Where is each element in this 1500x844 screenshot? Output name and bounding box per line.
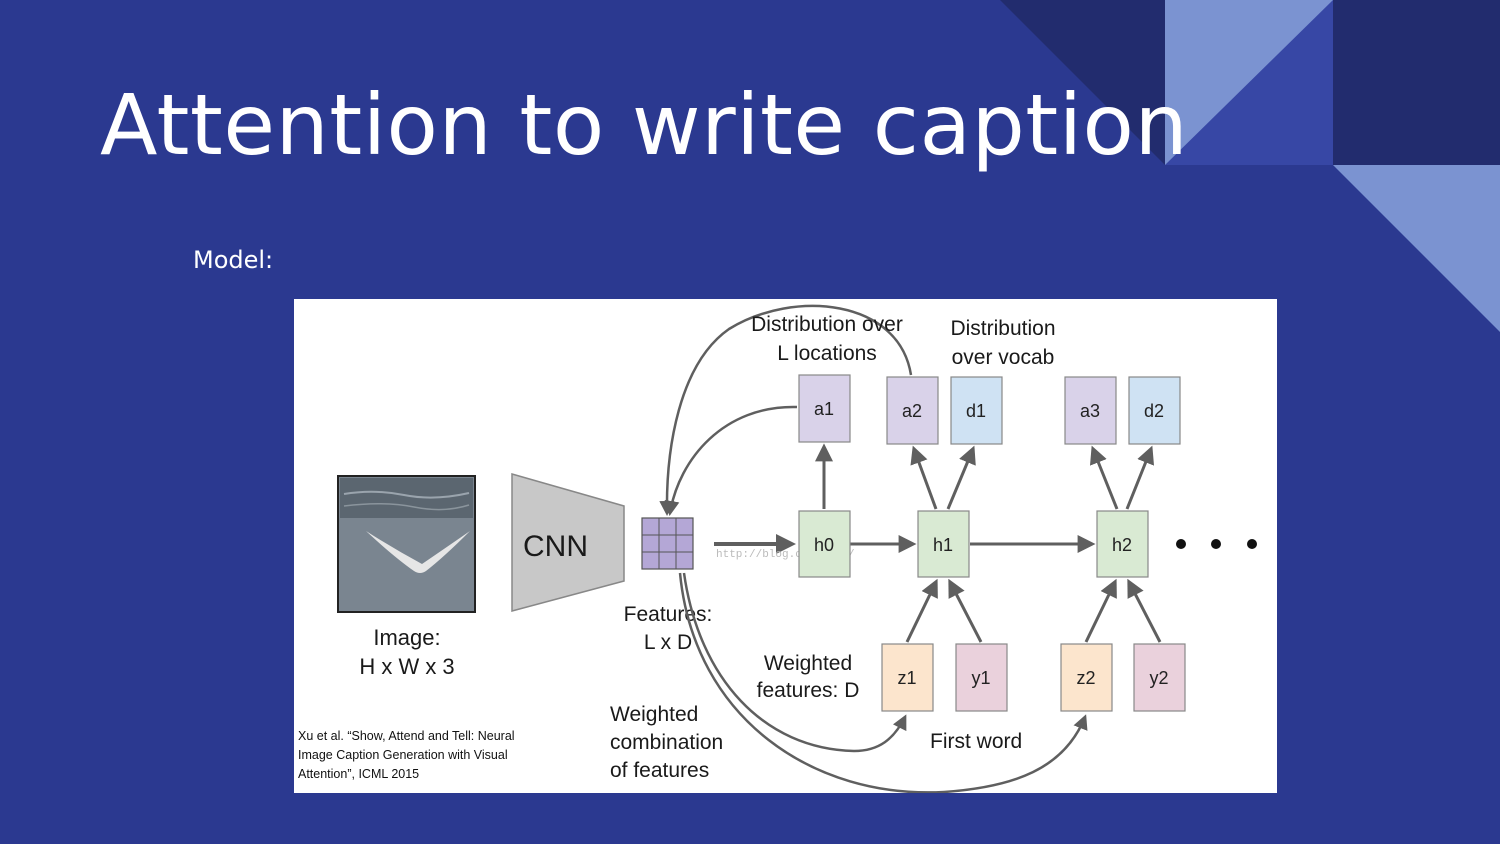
box-z1-label: z1: [897, 668, 916, 688]
deco-triangle-mid: [1165, 0, 1333, 165]
feature-grid: [641, 517, 694, 570]
box-h0: [798, 510, 851, 578]
dist-locations-line2: L locations: [777, 342, 877, 365]
image-label-line1: Image:: [373, 625, 440, 650]
box-a1-label: a1: [814, 399, 834, 419]
box-d2-label: d2: [1144, 401, 1164, 421]
curve-a2-to-features: [659, 304, 913, 516]
curve-features-to-z2: [678, 572, 1088, 793]
arrow-h1-to-a2: [910, 445, 938, 510]
box-d1-label: d1: [966, 401, 986, 421]
arrow-y2-to-h2: [1127, 578, 1162, 643]
weighted-features-line2: features: D: [757, 679, 860, 702]
deco-triangle-light: [1333, 165, 1500, 332]
features-label-line1: Features:: [624, 603, 713, 626]
features-label-line2: L x D: [644, 631, 692, 654]
deco-triangle-dark-left: [1000, 0, 1165, 165]
ellipsis-dot: [1211, 539, 1221, 549]
slide-subtitle: Model:: [193, 246, 274, 274]
diagram-panel: Image: H x W x 3 CNN Features: L x D htt…: [294, 299, 1277, 793]
box-d2: [1128, 376, 1181, 445]
ellipsis-dot: [1247, 539, 1257, 549]
input-image: [337, 475, 476, 613]
box-z2-label: z2: [1076, 668, 1095, 688]
box-h2-label: h2: [1112, 535, 1132, 555]
slide-title: Attention to write caption: [100, 76, 1189, 174]
weighted-combination-line2: combination: [610, 731, 723, 754]
attention-diagram: Image: H x W x 3 CNN Features: L x D htt…: [298, 304, 1257, 793]
dist-vocab-line1: Distribution: [950, 317, 1055, 340]
box-z2: [1060, 643, 1113, 712]
bird-icon: [366, 531, 470, 573]
deco-square-dark: [1333, 0, 1500, 165]
image-label-line2: H x W x 3: [359, 654, 454, 679]
arrow-h2-to-a3: [1089, 445, 1119, 510]
box-y2: [1133, 643, 1186, 712]
first-word-label: First word: [930, 730, 1022, 753]
box-h2: [1096, 510, 1149, 578]
box-y1-label: y1: [971, 668, 990, 688]
citation-line1: Xu et al. “Show, Attend and Tell: Neural: [298, 729, 515, 743]
box-a2-label: a2: [902, 401, 922, 421]
box-h1-label: h1: [933, 535, 953, 555]
arrow-h2-to-d2: [1125, 445, 1155, 510]
ellipsis-dot: [1176, 539, 1186, 549]
box-h0-label: h0: [814, 535, 834, 555]
weighted-features-line1: Weighted: [764, 652, 852, 675]
cnn-label: CNN: [523, 530, 588, 563]
cnn-block: [511, 473, 625, 612]
arrow-z2-to-h2: [1084, 578, 1117, 643]
box-h1: [917, 510, 970, 578]
box-y2-label: y2: [1149, 668, 1168, 688]
weighted-combination-line1: Weighted: [610, 703, 698, 726]
weighted-combination-line3: of features: [610, 759, 709, 782]
box-a3-label: a3: [1080, 401, 1100, 421]
box-z1: [881, 643, 934, 712]
box-y1: [955, 643, 1008, 712]
box-a3: [1064, 376, 1117, 445]
arrow-y1-to-h1: [948, 578, 983, 643]
dist-locations-line1: Distribution over: [751, 313, 903, 336]
arrow-z1-to-h1: [905, 578, 938, 643]
curve-a1-to-features: [664, 405, 798, 516]
box-d1: [950, 376, 1003, 445]
curve-features-to-z1: [682, 572, 907, 753]
arrow-h1-to-d1: [946, 445, 976, 510]
box-a1: [798, 374, 851, 443]
box-a2: [886, 376, 939, 445]
dist-vocab-line2: over vocab: [952, 346, 1055, 369]
citation-line2: Image Caption Generation with Visual: [298, 748, 508, 762]
citation-line3: Attention”, ICML 2015: [298, 767, 419, 781]
